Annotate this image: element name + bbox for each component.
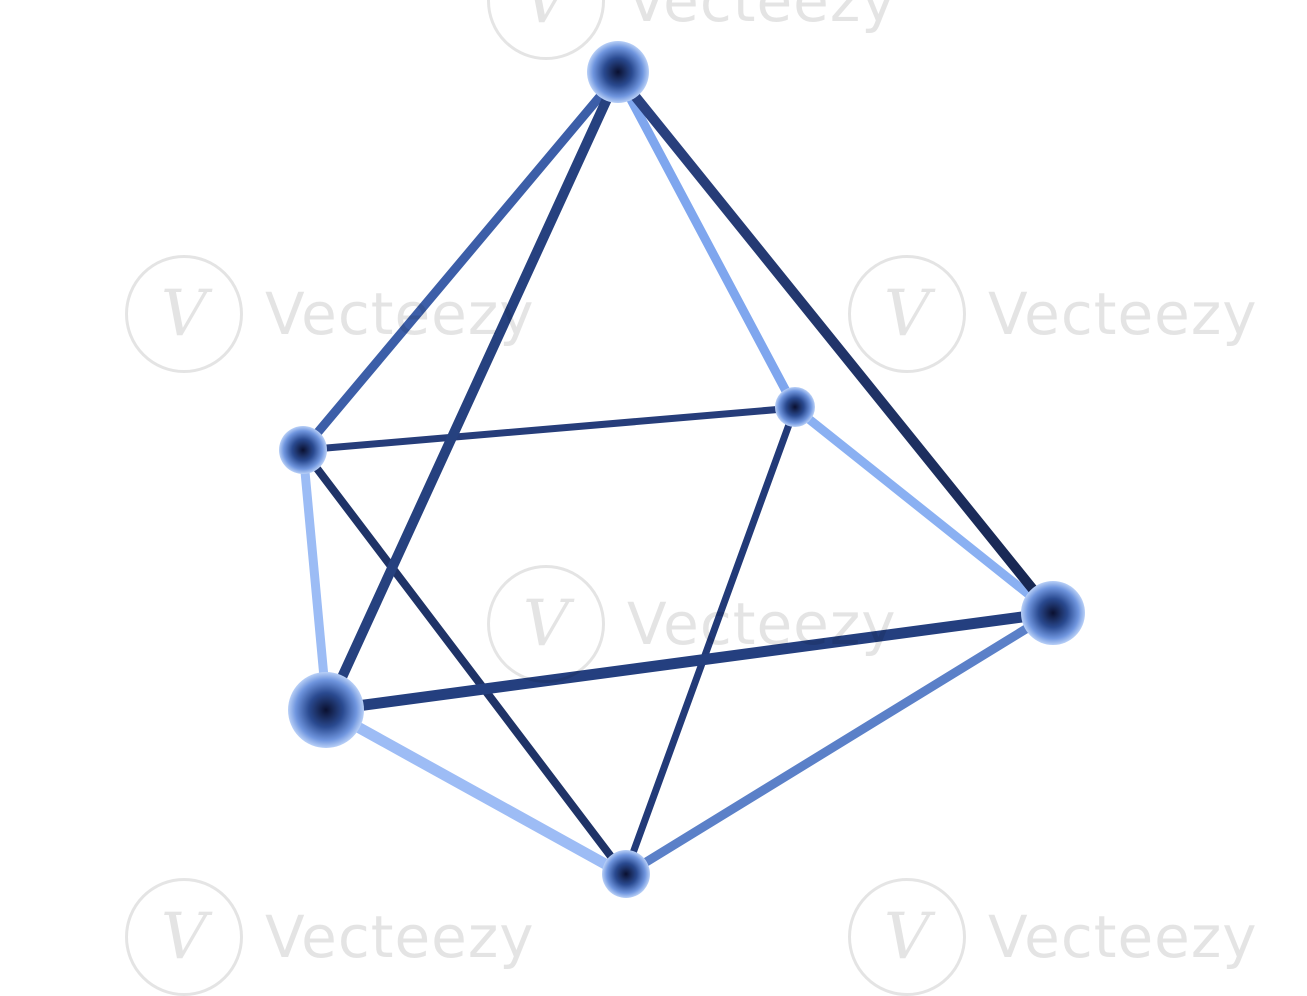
vertex-right-sphere xyxy=(1021,581,1085,645)
edge-back-left-right xyxy=(299,404,799,454)
edge-front-bottom xyxy=(321,704,631,881)
edge-top-front xyxy=(322,70,623,715)
edge-group xyxy=(298,70,1058,881)
edge-top-right xyxy=(613,70,1057,618)
edge-left-bottom xyxy=(299,446,629,879)
edge-left-front xyxy=(298,445,332,715)
edge-bottom-right xyxy=(620,608,1057,880)
edge-top-right-back xyxy=(613,70,800,413)
vertex-bottom-sphere xyxy=(602,850,650,898)
vertex-left-sphere xyxy=(279,426,327,474)
vertex-back-right-sphere xyxy=(775,387,815,427)
edge-top-left xyxy=(298,70,623,455)
edge-front-right-long xyxy=(321,607,1058,716)
vertex-front-left-sphere xyxy=(288,672,364,748)
edge-back-right-front-right xyxy=(790,403,1057,618)
edge-back-right-bottom xyxy=(621,404,799,879)
vertex-group xyxy=(279,41,1085,898)
vertex-top-sphere xyxy=(587,41,649,103)
